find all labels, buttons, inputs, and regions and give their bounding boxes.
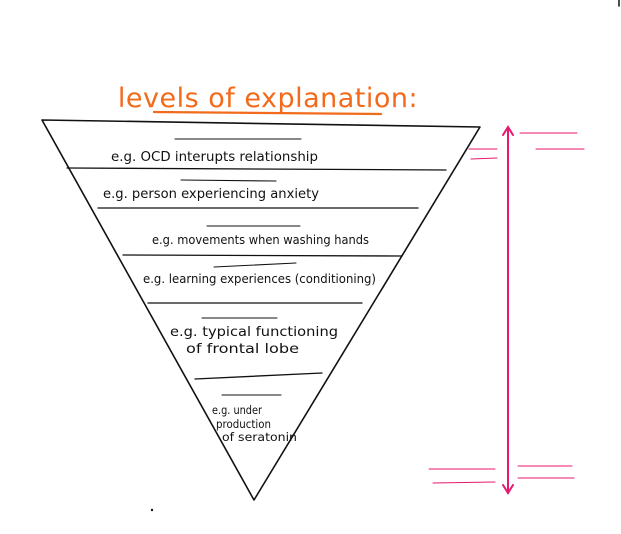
level-5-line-1: e.g. typical functioning bbox=[170, 324, 338, 340]
level-6-label: e.g. under production of seratonin bbox=[212, 403, 297, 444]
level-divider bbox=[194, 372, 323, 380]
stray-dot bbox=[150, 508, 154, 512]
scale-arrow-head-down bbox=[502, 484, 514, 495]
inverted-pyramid bbox=[41, 119, 481, 501]
scale-arrow-head-up bbox=[502, 125, 514, 136]
diagram-title: levels of explanation: bbox=[118, 83, 418, 114]
level-6-line-3: of seratonin bbox=[222, 430, 297, 444]
level-1-label: e.g. OCD interupts relationship bbox=[111, 149, 318, 165]
level-divider bbox=[122, 254, 403, 257]
top-pink-tick bbox=[470, 157, 498, 160]
level-3-label: e.g. movements when washing hands bbox=[152, 232, 369, 247]
level-5-line-2: of frontal lobe bbox=[186, 341, 299, 357]
level-6-line-2: production bbox=[216, 417, 271, 431]
level-5-label: e.g. typical functioning of frontal lobe bbox=[170, 324, 342, 357]
blank-line bbox=[213, 262, 297, 268]
level-4-label: e.g. learning experiences (conditioning) bbox=[143, 271, 376, 286]
level-6-line-1: e.g. under bbox=[212, 403, 262, 417]
level-2-label: e.g. person experiencing anxiety bbox=[103, 186, 319, 202]
bottom-pink-tick bbox=[432, 481, 496, 484]
blank-line bbox=[180, 179, 277, 182]
title-underline bbox=[152, 110, 383, 116]
level-divider bbox=[66, 167, 447, 171]
